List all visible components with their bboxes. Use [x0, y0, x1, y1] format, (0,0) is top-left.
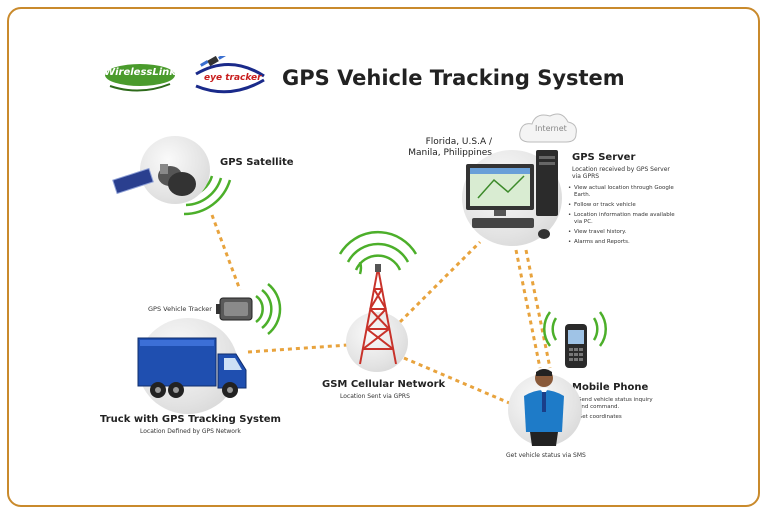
server-bullet: View actual location through Google Eart… — [568, 185, 678, 199]
truck-label: Truck with GPS Tracking System — [100, 414, 281, 425]
server-sublabel: Location received by GPS Server via GPRS — [572, 166, 670, 180]
server-bullets: View actual location through Google Eart… — [568, 185, 678, 249]
satellite-icon — [112, 164, 196, 196]
wirelesslink-logo: WirelessLink — [104, 62, 176, 92]
phone-waves — [543, 311, 607, 347]
server-bullet: Alarms and Reports. — [568, 239, 678, 246]
server-label: GPS Server — [572, 152, 636, 163]
truck-icon — [137, 337, 247, 398]
mobile-bullet: Get coordinates — [572, 414, 662, 421]
server-location: Florida, U.S.A / Manila, Philippines — [408, 137, 492, 158]
person-icon — [524, 369, 564, 446]
truck-sublabel: Location Defined by GPS Network — [140, 428, 241, 435]
tracker-label: GPS Vehicle Tracker — [148, 305, 212, 313]
server-bullet: Follow or track vehicle — [568, 202, 678, 209]
computer-icon — [466, 150, 558, 239]
eyetracker-logo-text: eye tracker — [204, 73, 262, 83]
tracker-device-icon — [216, 297, 253, 321]
mobile-bullet: Send vehicle status inquiry and command. — [572, 397, 662, 411]
link-server-person-1 — [514, 249, 542, 369]
link-tower-server — [398, 240, 482, 324]
connections-layer — [183, 175, 607, 407]
tower-node — [346, 312, 408, 372]
tower-sublabel: Location Sent via GPRS — [340, 393, 410, 400]
mobile-phone-icon — [565, 324, 587, 368]
server-bullet: View travel history. — [568, 229, 678, 236]
person-sublabel: Get vehicle status via SMS — [506, 452, 586, 459]
link-satellite-tracker — [210, 214, 242, 291]
cell-tower-icon — [359, 264, 397, 365]
link-tower-person — [403, 356, 515, 407]
tower-waves — [338, 231, 418, 275]
link-server-person-2 — [524, 249, 552, 369]
cloud-icon — [519, 113, 577, 143]
server-bullet: Location information made available via … — [568, 212, 678, 226]
cloud-label: Internet — [535, 124, 567, 133]
eyetracker-logo: eye tracker — [192, 56, 268, 96]
satellite-label: GPS Satellite — [220, 157, 294, 168]
page-title: GPS Vehicle Tracking System — [282, 66, 625, 90]
wirelesslink-logo-text: WirelessLink — [104, 67, 176, 78]
dashed-links — [210, 214, 552, 407]
mobile-label: Mobile Phone — [572, 382, 649, 393]
tracker-waves — [255, 283, 282, 335]
mobile-bullets: Send vehicle status inquiry and command.… — [572, 397, 662, 424]
tower-label: GSM Cellular Network — [322, 379, 446, 390]
link-truck-tower — [247, 343, 349, 354]
